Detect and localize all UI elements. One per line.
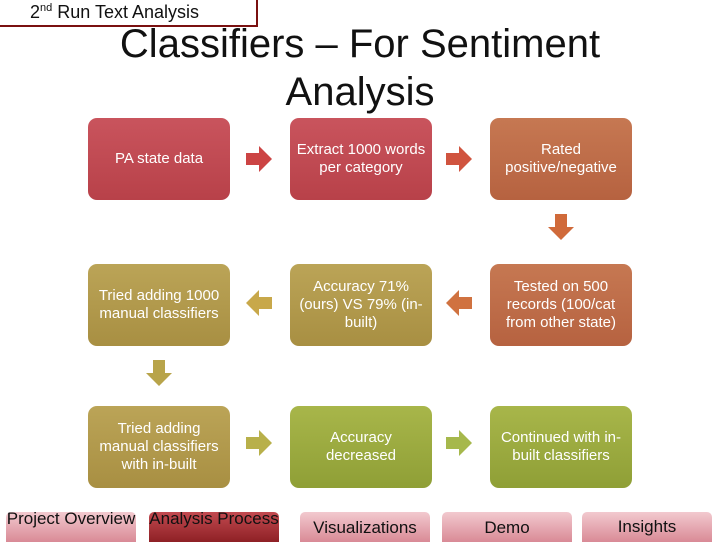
box-tried-inbuilt-label: Tried adding manual classifiers with in-… [99,420,219,473]
box-extract-words-label: Extract 1000 words per category [296,141,426,176]
nav-tab-insights[interactable]: Insights [582,512,712,542]
box-continued: Continued with in-built classifiers [490,406,632,488]
nav-tab-visualizations-label: Visualizations [313,518,417,537]
nav-tab-demo-label: Demo [484,518,530,537]
box-tested: Tested on 500 records (100/cat from othe… [490,264,632,346]
arrow-down-icon [146,360,172,386]
box-tried-inbuilt: Tried adding manual classifiers with in-… [88,406,230,488]
arrow-right-icon [446,430,472,456]
box-accuracy: Accuracy 71% (ours) VS 79% (in-built) [290,264,432,346]
box-rated-label: Rated positive/negative [505,141,617,176]
nav-tab-analysis-process[interactable]: Analysis Process [149,512,279,542]
box-tested-label: Tested on 500 records (100/cat from othe… [505,278,617,331]
nav-tab-insights-label: Insights [617,517,677,536]
box-pa-state-data-label: PA state data [114,150,204,167]
section-tag-ordinal: nd [40,2,53,14]
section-tag-number: 2 [30,2,41,22]
section-tag: 2nd Run Text Analysis [0,0,258,27]
nav-tab-visualizations[interactable]: Visualizations [300,512,430,542]
section-tag-text: Run Text Analysis [52,2,200,22]
box-extract-words: Extract 1000 words per category [290,118,432,200]
box-decreased: Accuracy decreased [290,406,432,488]
box-pa-state-data: PA state data [88,118,230,200]
box-rated: Rated positive/negative [490,118,632,200]
box-tried-manual: Tried adding 1000 manual classifiers [88,264,230,346]
nav-tab-project-overview[interactable]: Project Overview [6,512,136,542]
box-accuracy-label: Accuracy 71% (ours) VS 79% (in-built) [299,278,423,331]
box-continued-label: Continued with in-built classifiers [500,429,622,464]
nav-tab-demo[interactable]: Demo [442,512,572,542]
slide-title: Classifiers – For Sentiment Analysis [119,22,601,114]
arrow-left-icon [246,290,272,316]
arrow-right-icon [446,146,472,172]
arrow-down-icon [548,214,574,240]
nav-tab-analysis-process-label: Analysis Process [149,512,279,528]
box-tried-manual-label: Tried adding 1000 manual classifiers [98,287,220,322]
nav-tab-project-overview-label: Project Overview [6,512,136,528]
arrow-left-icon [446,290,472,316]
arrow-right-icon [246,146,272,172]
arrow-right-icon [246,430,272,456]
box-decreased-label: Accuracy decreased [325,429,397,464]
